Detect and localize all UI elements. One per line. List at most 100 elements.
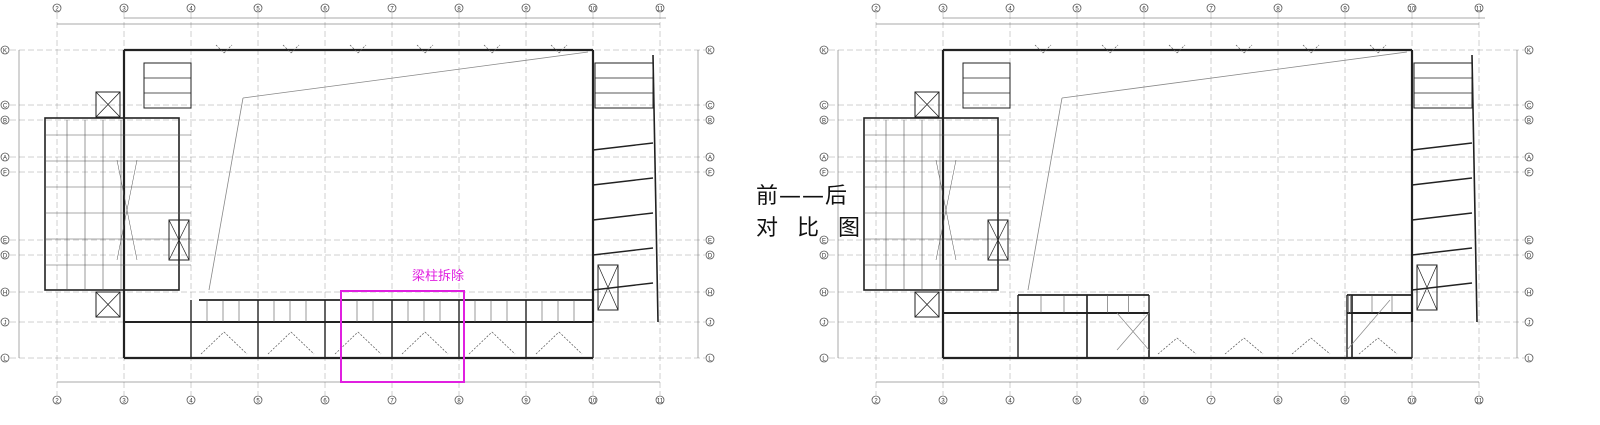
axis-left-D-bubble <box>819 250 829 260</box>
axis-bottom-5-bubble <box>253 395 263 405</box>
axis-left-K-label: K <box>822 49 826 55</box>
bay-chevron <box>1310 337 1331 355</box>
axis-bottom-9-label: 9 <box>1343 399 1347 405</box>
roof-chevron <box>1310 44 1320 54</box>
section-trace <box>1346 299 1391 351</box>
roof-chevron <box>424 44 434 54</box>
axis-right-C-label: C <box>1527 104 1532 110</box>
axis-left-E-label: E <box>3 239 7 245</box>
left-core-block <box>863 117 999 291</box>
roof-chevron <box>1176 44 1186 54</box>
axis-right-L-bubble <box>705 353 715 363</box>
axis-top-10-bubble <box>588 3 598 13</box>
plan-line <box>116 159 138 261</box>
axis-bottom-2-bubble <box>871 395 881 405</box>
bay-chevron <box>267 331 292 355</box>
roof-chevron <box>1369 44 1379 54</box>
roof-chevron <box>1168 44 1178 54</box>
axis-right-D-label: D <box>1527 254 1532 260</box>
roof-chevron <box>483 44 493 54</box>
axis-right-L-bubble <box>1524 353 1534 363</box>
plan-line <box>1411 142 1473 151</box>
cross-braced-bay <box>914 291 940 318</box>
axis-bottom-4-bubble <box>1005 395 1015 405</box>
axis-top-9-label: 9 <box>1343 7 1347 13</box>
roof-chevron <box>1034 44 1044 54</box>
plan-line <box>95 91 121 118</box>
axis-left-K-bubble <box>819 45 829 55</box>
stair-block <box>143 62 192 109</box>
axis-top-10-bubble <box>1407 3 1417 13</box>
axis-right-L-label: L <box>1527 357 1531 363</box>
axis-right-D-bubble <box>1524 250 1534 260</box>
axis-top-3-bubble <box>938 3 948 13</box>
axis-bottom-9-bubble <box>1340 395 1350 405</box>
axis-top-7-bubble <box>387 3 397 13</box>
axis-right-K-bubble <box>1524 45 1534 55</box>
axis-bottom-9-bubble <box>521 395 531 405</box>
axis-left-J-bubble <box>0 317 10 327</box>
comparison-caption-line1: 前——后 <box>756 184 849 209</box>
axis-right-H-label: H <box>708 291 712 297</box>
axis-top-11-bubble <box>1474 3 1484 13</box>
axis-right-J-label: J <box>709 321 712 327</box>
removal-highlight-box <box>340 290 465 383</box>
axis-right-H-bubble <box>705 287 715 297</box>
plan-line <box>592 247 654 256</box>
axis-left-F-bubble <box>819 167 829 177</box>
axis-left-B-bubble <box>819 115 829 125</box>
roof-chevron <box>550 44 560 54</box>
bay-chevron <box>357 331 382 355</box>
plan-line <box>95 291 121 318</box>
axis-left-L-bubble <box>0 353 10 363</box>
axis-bottom-2-bubble <box>52 395 62 405</box>
axis-left-E-label: E <box>822 239 826 245</box>
axis-top-9-label: 9 <box>524 7 528 13</box>
roof-chevron <box>357 44 367 54</box>
axis-top-3-label: 3 <box>122 7 126 13</box>
axis-top-4-label: 4 <box>189 7 193 13</box>
axis-left-K-bubble <box>0 45 10 55</box>
axis-right-C-label: C <box>708 104 713 110</box>
axis-bottom-11-label: 11 <box>1476 399 1483 405</box>
axis-right-B-label: B <box>1527 119 1531 125</box>
plan-line <box>1411 247 1473 256</box>
plan-line <box>1411 177 1473 186</box>
axis-bottom-10-bubble <box>1407 395 1417 405</box>
removal-label: 梁柱拆除 <box>412 269 465 284</box>
axis-left-B-label: B <box>822 119 826 125</box>
axis-left-H-bubble <box>819 287 829 297</box>
stair-block <box>962 62 1011 109</box>
roof-chevron <box>491 44 501 54</box>
axis-left-H-label: H <box>822 291 826 297</box>
axis-top-8-label: 8 <box>457 7 461 13</box>
axis-right-C-bubble <box>705 100 715 110</box>
axis-top-6-bubble <box>1139 3 1149 13</box>
axis-bottom-6-label: 6 <box>323 399 327 405</box>
section-trace <box>1116 312 1150 351</box>
cross-braced-bay <box>95 91 121 118</box>
bay-chevron <box>1377 337 1398 355</box>
axis-right-B-label: B <box>708 119 712 125</box>
axis-left-A-bubble <box>0 152 10 162</box>
axis-bottom-11-bubble <box>1474 395 1484 405</box>
bay-chevron <box>401 331 426 355</box>
axis-right-J-bubble <box>705 317 715 327</box>
roof-chevron <box>282 44 292 54</box>
axis-right-A-bubble <box>1524 152 1534 162</box>
axis-right-F-bubble <box>1524 167 1534 177</box>
axis-top-7-label: 7 <box>390 7 394 13</box>
axis-left-H-bubble <box>0 287 10 297</box>
axis-right-E-label: E <box>1527 239 1531 245</box>
axis-bottom-3-bubble <box>119 395 129 405</box>
axis-bottom-5-label: 5 <box>256 399 260 405</box>
cross-braced-bay <box>987 219 1009 261</box>
axis-top-8-bubble <box>1273 3 1283 13</box>
axis-bottom-4-label: 4 <box>1008 399 1012 405</box>
axis-top-3-label: 3 <box>941 7 945 13</box>
roof-chevron <box>1377 44 1387 54</box>
axis-right-D-bubble <box>705 250 715 260</box>
axis-right-J-label: J <box>1528 321 1531 327</box>
axis-right-A-label: A <box>1527 156 1531 162</box>
plan-line <box>597 264 619 311</box>
